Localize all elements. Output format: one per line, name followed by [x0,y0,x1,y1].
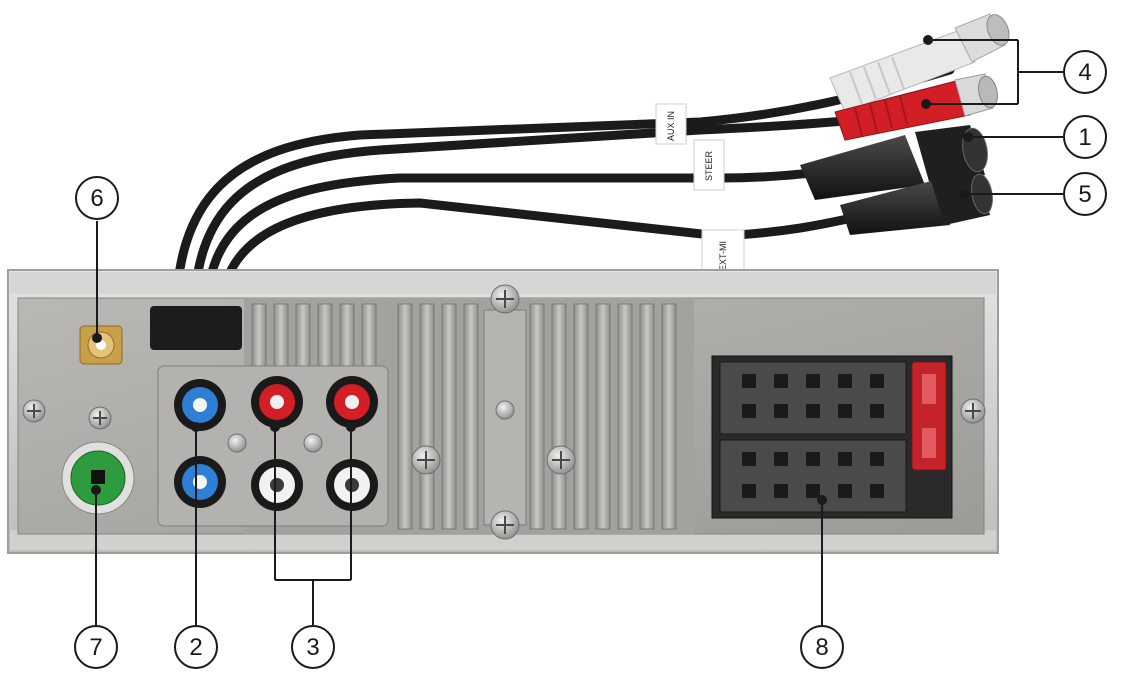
callout-4-label: 4 [1078,59,1091,86]
callout-6: 6 [75,176,119,220]
aux-red-plug [834,73,998,141]
callout-2: 2 [174,625,218,669]
rca-socket-blue-bottom [174,456,226,508]
rca-socket-red-left [251,376,303,428]
cable-tag-ext-mic-text: EXT-MI [718,241,728,271]
iso-connector [711,355,953,519]
rca-socket-blue-top [174,379,226,431]
callout-leaders [91,35,1063,625]
callout-1-label: 1 [1078,124,1091,151]
callout-8-label: 8 [815,634,828,661]
callout-8: 8 [800,625,844,669]
rca-socket-white-left [251,459,303,511]
cable-tag-aux-text: AUX IN [666,111,676,141]
callout-7: 7 [74,625,118,669]
fuse [911,361,947,471]
cable-tag-steer-text: STEER [704,151,714,182]
callout-4: 4 [1063,50,1107,94]
callout-5: 5 [1063,172,1107,216]
callout-7-label: 7 [89,634,102,661]
cable-grommet [150,306,242,350]
cable-ext-mic [215,198,885,325]
screw-slots [27,290,981,534]
green-socket [61,441,135,515]
callout-5-label: 5 [1078,181,1091,208]
callout-3: 3 [291,625,335,669]
ext-mic-plug [840,172,993,235]
callout-2-label: 2 [189,634,202,661]
aux-white-plug [829,13,1010,113]
antenna-connector [79,325,123,365]
callout-3-label: 3 [306,634,319,661]
cable-tag-steer: STEER [693,139,725,191]
callout-6-label: 6 [90,185,103,212]
cable-tag-aux: AUX IN [655,103,687,145]
callout-1: 1 [1063,115,1107,159]
rca-socket-red-right [326,376,378,428]
